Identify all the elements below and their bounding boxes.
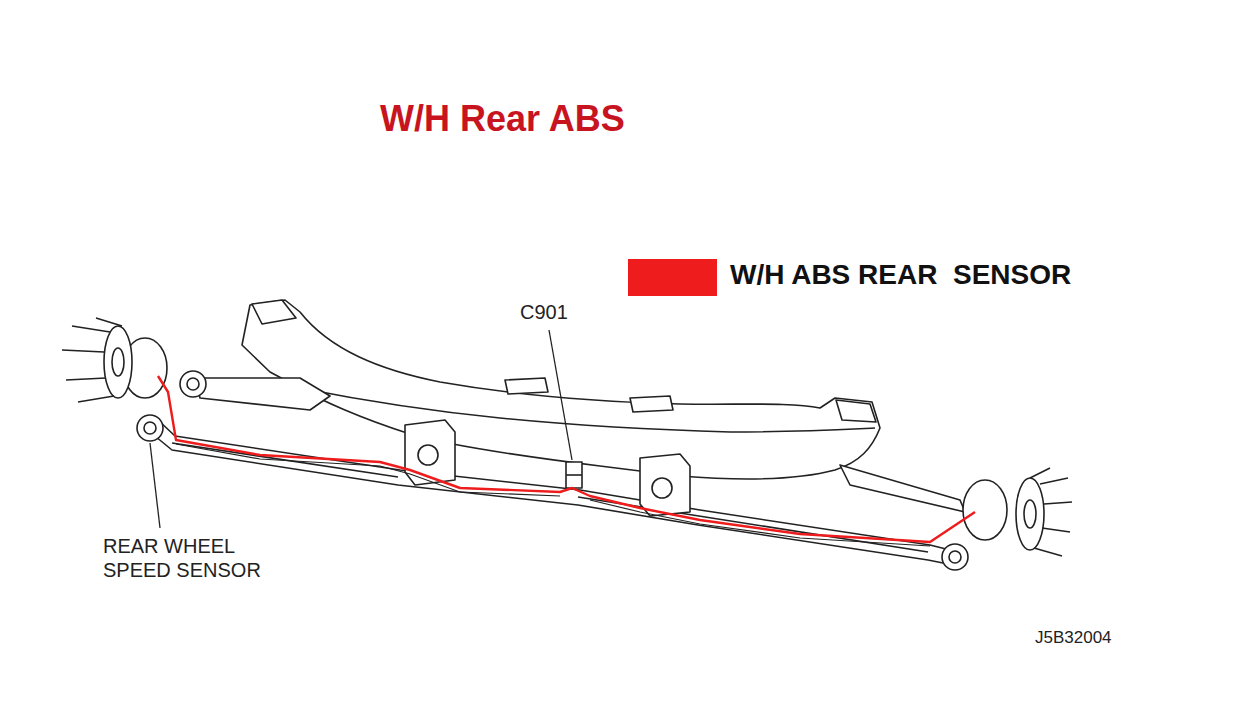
beam-bracket	[640, 454, 690, 516]
harness-clip	[176, 444, 930, 546]
legend-swatch	[628, 259, 717, 296]
legend-label: W/H ABS REAR SENSOR	[730, 258, 1071, 292]
axle-crossmember	[242, 300, 880, 479]
abs-sensor-harness	[158, 376, 975, 542]
bushing	[144, 422, 156, 434]
figure-number: J5B32004	[1035, 628, 1112, 648]
bushing	[187, 378, 199, 390]
hub-flange	[1016, 478, 1044, 550]
mount-pad	[505, 378, 548, 394]
bushing	[652, 478, 672, 498]
leader-line	[549, 330, 572, 460]
hub-center	[1024, 500, 1036, 528]
connector-label: C901	[520, 300, 568, 324]
trailing-arm	[195, 378, 330, 410]
bushing	[949, 551, 961, 563]
wheel-hub	[963, 480, 1007, 540]
bushing	[418, 445, 438, 465]
hub-flange	[104, 326, 132, 398]
bushing	[180, 371, 206, 397]
part-label: REAR WHEEL SPEED SENSOR	[103, 534, 281, 582]
leader-line	[150, 443, 160, 528]
hub-center	[112, 348, 124, 376]
wheel-stud	[1030, 468, 1072, 556]
wheel-stud	[62, 318, 122, 402]
connector-c901	[566, 462, 582, 488]
bushing	[942, 544, 968, 570]
mount-pad	[630, 396, 673, 412]
connector-detail	[566, 474, 582, 476]
diagram-title: W/H Rear ABS	[380, 97, 625, 140]
trailing-arm	[840, 465, 965, 512]
mount-pad	[252, 300, 296, 324]
crossmember-edge	[300, 388, 875, 432]
mount-pad	[836, 400, 876, 422]
bushing	[137, 415, 163, 441]
